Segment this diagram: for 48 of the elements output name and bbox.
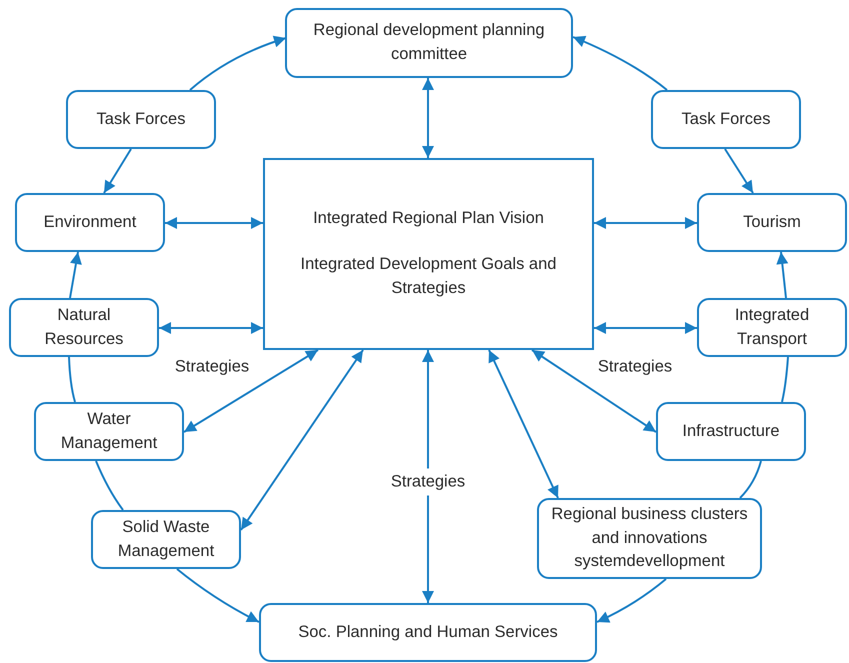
node-text: Natural Resources (44, 304, 124, 350)
node-text: Task Forces (96, 108, 186, 130)
process-box (537, 498, 762, 579)
node-text: Task Forces (682, 108, 770, 130)
arrow (422, 350, 434, 603)
arrow (596, 578, 667, 623)
arrow (69, 252, 82, 298)
arrow (422, 78, 434, 158)
arrow (594, 217, 697, 229)
node-text: Integrated Regional Plan Vision (313, 208, 544, 230)
arrow (189, 36, 286, 91)
node-text: Integrated Development Goals and Strategies (300, 254, 558, 299)
arrow (531, 349, 657, 433)
arrow (724, 148, 754, 194)
node-text: Tourism (743, 212, 801, 233)
arrow (165, 217, 263, 229)
process-box (15, 193, 165, 252)
node-text: Environment (44, 212, 136, 233)
node-text: Regional development planning committee (312, 20, 546, 65)
process-box (285, 8, 573, 78)
process-box (656, 402, 806, 461)
arrow (594, 322, 697, 334)
arrow (176, 568, 260, 623)
process-box (697, 193, 847, 252)
edge-label: Strategies (388, 468, 468, 496)
process-box (651, 90, 801, 149)
node-text: Regional business clusters and innovations systemdevellopment (550, 504, 749, 572)
vision-box (263, 158, 594, 350)
process-box (34, 402, 184, 461)
process-box (9, 298, 159, 357)
arrow (572, 36, 668, 91)
process-box (66, 90, 216, 149)
arrow (159, 322, 263, 334)
node-text: Infrastructure (682, 420, 780, 442)
process-box (259, 603, 597, 662)
arrow (776, 252, 788, 298)
node-text: Water Management (60, 408, 158, 454)
node-text: Integrated Transport (734, 304, 810, 350)
arrow (488, 350, 559, 498)
annotation-text: Strategies (174, 358, 250, 376)
node-text: Solid Waste Management (116, 516, 216, 562)
arrow (103, 148, 132, 194)
arrow (240, 349, 364, 531)
annotation-text: Strategies (598, 358, 672, 376)
node-text: Soc. Planning and Human Services (298, 622, 558, 643)
process-box (697, 298, 847, 357)
arrow (183, 349, 319, 433)
process-box (91, 510, 241, 569)
